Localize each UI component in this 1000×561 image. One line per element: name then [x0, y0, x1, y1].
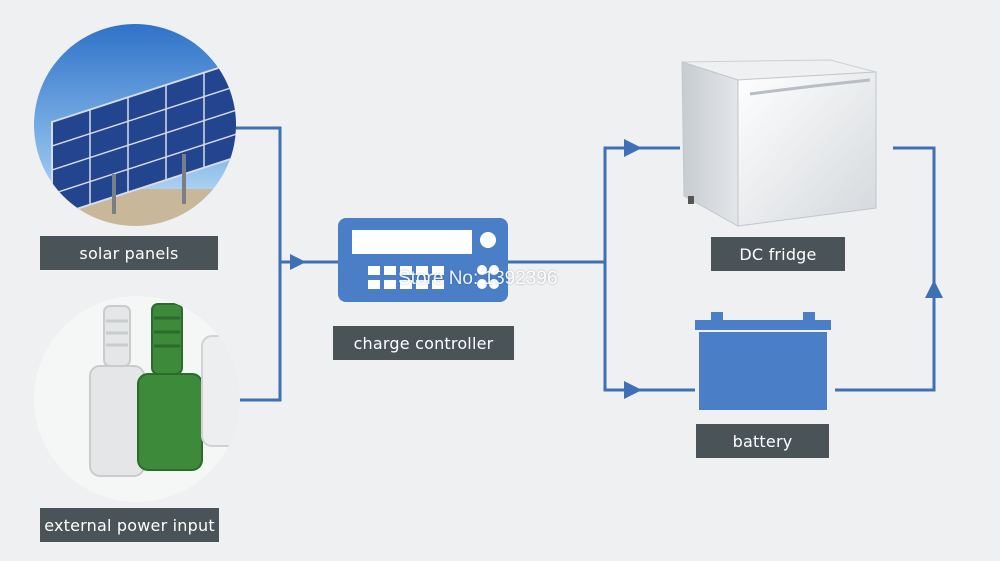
store-watermark: Store No: 1392396 — [398, 268, 558, 289]
solar-panels-photo — [34, 24, 236, 226]
wire-solar — [232, 126, 282, 262]
battery-label: battery — [696, 424, 829, 458]
charge-controller-label: charge controller — [333, 326, 514, 360]
external-power-label: external power input — [40, 508, 219, 542]
arrow-into-fridge — [624, 139, 642, 157]
arrow-into-battery — [624, 381, 642, 399]
charge-controller-icon — [338, 218, 508, 302]
arrow-up-loop — [925, 280, 943, 298]
solar-panels-label: solar panels — [40, 236, 218, 270]
power-plugs-photo — [34, 296, 240, 502]
arrow-into-controller — [290, 254, 306, 270]
wire-to-battery — [603, 262, 695, 392]
fridge-photo — [680, 58, 892, 228]
battery-icon — [695, 312, 835, 412]
wire-external — [232, 262, 282, 402]
dc-fridge-label: DC fridge — [711, 237, 845, 271]
wire-battery-to-fridge — [835, 146, 936, 392]
wire-to-fridge — [603, 146, 680, 262]
